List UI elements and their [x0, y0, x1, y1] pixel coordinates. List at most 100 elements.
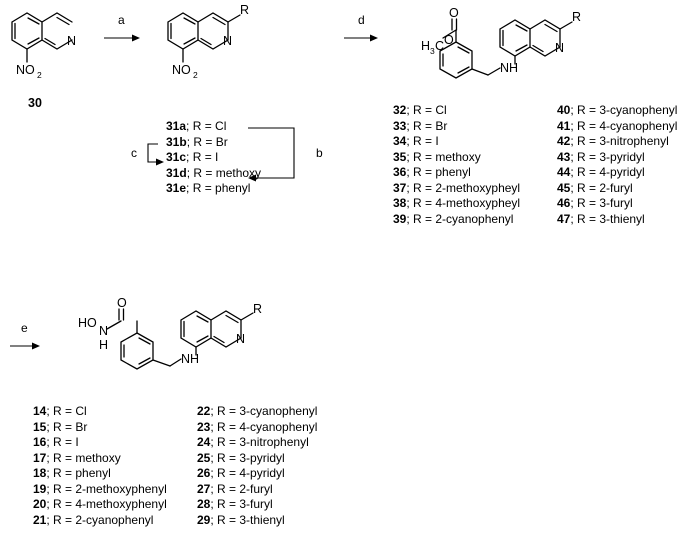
compound-id: 34: [393, 134, 407, 148]
list-item: 34; R = I: [393, 134, 520, 150]
substituent: ; R = 3-cyanophenyl: [210, 404, 318, 418]
compound-id: 35: [393, 149, 407, 164]
compound-id: 47: [557, 211, 571, 226]
list-item: 43; R = 3-pyridyl: [557, 150, 677, 166]
compound-id: 41: [557, 118, 571, 133]
methyl-h-label: H: [421, 39, 430, 53]
substituent: ; R = 3-furyl: [210, 497, 273, 511]
substituent: ; R = methoxy: [46, 450, 121, 465]
list-item: 23; R = 4-cyanophenyl: [197, 420, 317, 436]
compound-id: 31b: [166, 134, 187, 149]
compound-id: 46: [557, 196, 571, 210]
compound-id: 14: [33, 404, 47, 418]
compound-id: 32: [393, 103, 407, 117]
compound-id: 23: [197, 419, 211, 434]
structure-hydroxamic-acid: N R NH O HO N H: [78, 296, 262, 370]
compound-id: 44: [557, 165, 571, 179]
compound-id: 27: [197, 481, 211, 496]
list-item: 19; R = 2-methoxyphenyl: [33, 482, 167, 498]
substituent: ; R = 4-pyridyl: [570, 165, 645, 179]
list-item: 31b; R = Br: [166, 135, 261, 151]
reagent-e-label: e: [21, 321, 28, 335]
r-group-label: R: [572, 10, 581, 24]
nitro-group-label: NO: [16, 63, 35, 77]
substituent: ; R = Br: [46, 419, 88, 434]
substituent: ; R = Cl: [406, 103, 447, 117]
list-item: 38; R = 4-methoxypheyl: [393, 196, 520, 212]
arrow-b: b: [248, 127, 323, 182]
list-item: 36; R = phenyl: [393, 165, 520, 181]
substituent: ; R = methoxy: [406, 149, 481, 164]
structure-31: N R NO 2: [167, 3, 249, 80]
r-group-label: R: [253, 302, 262, 316]
list-item: 37; R = 2-methoxypheyl: [393, 181, 520, 197]
substituent: ; R = 2-furyl: [570, 180, 633, 195]
r-group-label: R: [240, 3, 249, 17]
list-item: 31e; R = phenyl: [166, 181, 261, 197]
amide-h-label: H: [99, 338, 108, 352]
substituent: ; R = 4-cyanophenyl: [210, 419, 318, 434]
substituent: ; R = 3-thienyl: [570, 211, 645, 226]
substituent: ; R = 4-methoxypheyl: [406, 196, 521, 210]
substituent: ; R = 2-methoxyphenyl: [46, 481, 167, 496]
carbonyl-oxygen-label: O: [117, 296, 127, 310]
amide-nitrogen-label: N: [99, 324, 108, 338]
nitro-subscript: 2: [193, 70, 198, 80]
list-hydroxamic-right: 22; R = 3-cyanophenyl 23; R = 4-cyanophe…: [197, 404, 317, 528]
arrow-a: a: [104, 13, 140, 42]
list-item: 44; R = 4-pyridyl: [557, 165, 677, 181]
compound-id: 31d: [166, 165, 187, 180]
substituent: ; R = 4-cyanophenyl: [570, 118, 678, 133]
hydroxyl-label: HO: [78, 316, 97, 330]
substituent: ; R = 3-thienyl: [210, 512, 285, 527]
list-item: 27; R = 2-furyl: [197, 482, 317, 498]
compound-id: 33: [393, 118, 407, 133]
compound-id: 25: [197, 450, 211, 465]
reagent-c-label: c: [131, 146, 137, 160]
compound-id: 45: [557, 180, 571, 195]
substituent: ; R = 4-methoxyphenyl: [46, 497, 167, 511]
arrow-e: e: [10, 321, 40, 350]
list-item: 47; R = 3-thienyl: [557, 212, 677, 228]
substituent: ; R = 2-cyanophenyl: [46, 512, 154, 527]
compound-id: 22: [197, 404, 211, 418]
substituent: ; R = 3-nitrophenyl: [210, 435, 309, 449]
list-item: 17; R = methoxy: [33, 451, 167, 467]
substituent: ; R = 3-nitrophenyl: [570, 134, 669, 148]
compound-30-label: 30: [28, 96, 42, 110]
compound-id: 16: [33, 435, 47, 449]
list-item: 16; R = I: [33, 435, 167, 451]
substituent: ; R = phenyl: [406, 165, 471, 179]
list-item: 24; R = 3-nitrophenyl: [197, 435, 317, 451]
list-item: 15; R = Br: [33, 420, 167, 436]
ester-oxygen-label: O: [444, 33, 454, 47]
reagent-b-label: b: [316, 146, 323, 160]
nitro-group-label: NO: [172, 63, 191, 77]
substituent: ; R = I: [186, 150, 219, 164]
substituent: ; R = 2-furyl: [210, 481, 273, 496]
list-item: 35; R = methoxy: [393, 150, 520, 166]
list-item: 14; R = Cl: [33, 404, 167, 420]
compound-id: 15: [33, 419, 47, 434]
compound-id: 40: [557, 103, 571, 117]
amine-nh-label: NH: [500, 61, 518, 75]
substituent: ; R = Cl: [46, 404, 87, 418]
list-item: 45; R = 2-furyl: [557, 181, 677, 197]
structure-ester: N R NH O H 3 C O: [421, 6, 581, 79]
carbonyl-oxygen-label: O: [449, 6, 459, 20]
structure-30: N NO 2: [11, 12, 76, 80]
substituent: ; R = phenyl: [186, 181, 251, 195]
list-item: 31d; R = methoxy: [166, 166, 261, 182]
list-item: 32; R = Cl: [393, 103, 520, 119]
compound-id: 24: [197, 435, 211, 449]
arrow-d: d: [344, 13, 378, 42]
compound-id: 21: [33, 512, 47, 527]
substituent: ; R = 2-methoxypheyl: [406, 180, 521, 195]
substituent: ; R = 3-pyridyl: [210, 450, 285, 465]
list-item: 42; R = 3-nitrophenyl: [557, 134, 677, 150]
substituent: ; R = 3-cyanophenyl: [570, 103, 678, 117]
list-31: 31a; R = Cl 31b; R = Br 31c; R = I 31d; …: [166, 119, 261, 197]
compound-id: 31e: [166, 181, 187, 195]
compound-id: 29: [197, 512, 211, 527]
ring-nitrogen-label: N: [236, 332, 245, 346]
